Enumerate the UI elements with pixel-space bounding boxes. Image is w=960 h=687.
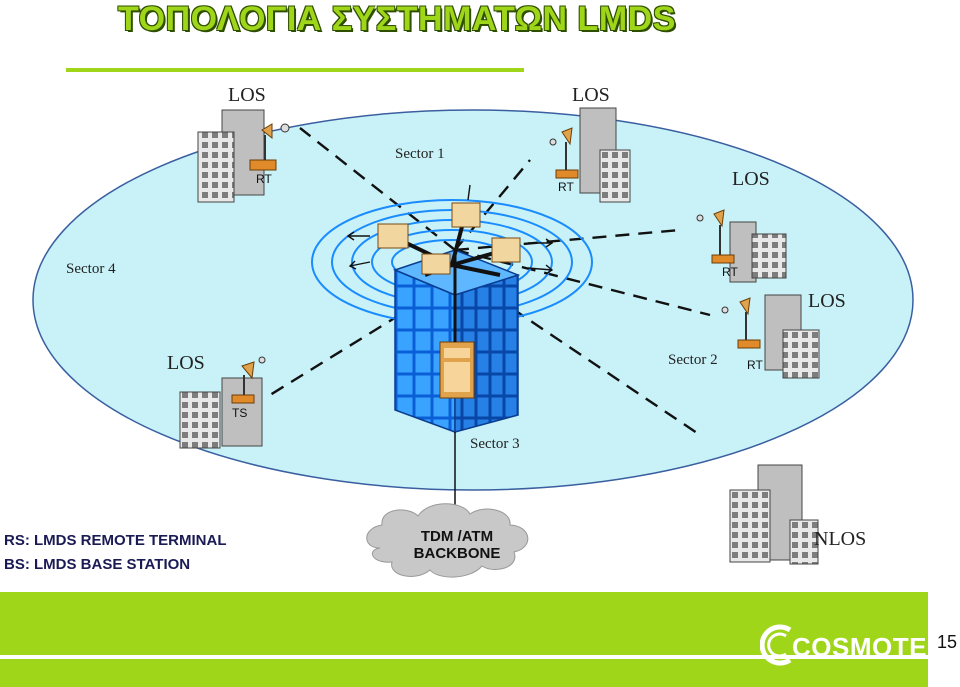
building-right-lower	[737, 294, 820, 379]
dish-icons	[258, 123, 729, 364]
logo-swirl-icon	[760, 624, 792, 666]
footer-band	[0, 592, 928, 687]
backbone-line1: TDM /ATM	[420, 528, 494, 545]
backbone-label: TDM /ATM BACKBONE	[392, 528, 522, 562]
building-right-upper	[711, 209, 787, 283]
legend-rs: RS: LMDS REMOTE TERMINAL	[4, 532, 227, 549]
cosmote-logo: COSMOTE	[760, 620, 926, 670]
title-underline	[66, 68, 524, 72]
footer-stripe	[0, 655, 928, 659]
rt-label: RT	[558, 180, 574, 194]
los-label: LOS	[572, 84, 610, 106]
backbone-line2: BACKBONE	[413, 545, 501, 562]
legend-bs: BS: LMDS BASE STATION	[4, 556, 191, 573]
los-label: LOS	[808, 290, 846, 312]
base-station-building	[392, 249, 521, 434]
slide-title: ΤΟΠΟΛΟΓΙΑ ΣΥΣΤΗΜΑΤΩΝ LMDS	[118, 0, 676, 38]
backbone-cloud	[366, 503, 529, 578]
ts-label: TS	[232, 406, 248, 420]
nlos-label: NLOS	[814, 528, 867, 550]
los-label: LOS	[228, 84, 266, 106]
building-top-left	[197, 109, 277, 203]
base-antennas	[346, 184, 554, 277]
los-label: LOS	[732, 168, 770, 190]
logo-wordmark: COSMOTE	[792, 632, 927, 662]
rt-label: RT	[747, 358, 763, 372]
rt-label: RT	[722, 265, 738, 279]
building-nlos	[729, 464, 819, 565]
sector-label: Sector 3	[470, 436, 520, 452]
building-top-center	[555, 107, 631, 203]
los-label: LOS	[167, 352, 205, 374]
rt-label: RT	[256, 172, 272, 186]
sector-label: Sector 2	[668, 352, 718, 368]
sector-label: Sector 4	[66, 261, 116, 277]
sector-label: Sector 1	[395, 146, 445, 162]
page-number: 15	[936, 632, 958, 652]
building-left	[179, 361, 263, 449]
